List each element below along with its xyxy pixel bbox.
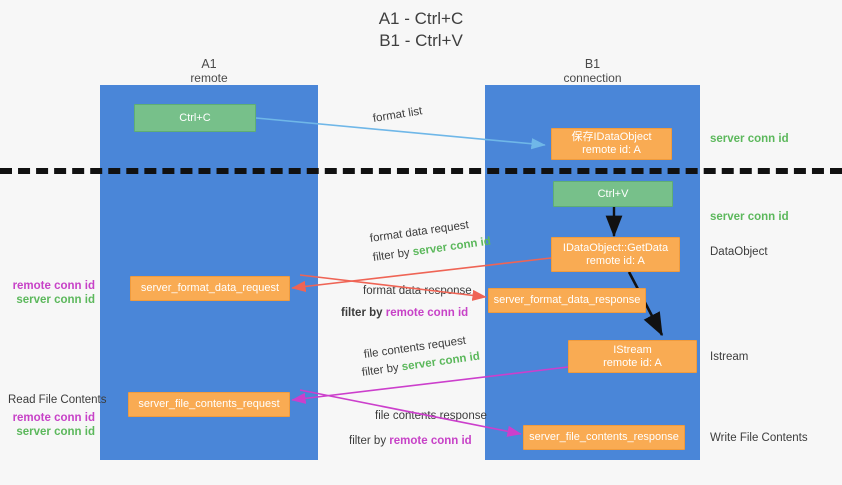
- box-server-file-contents-request[interactable]: server_file_contents_request: [128, 392, 290, 417]
- right-label-server-conn-id-2-text: server conn id: [710, 211, 789, 223]
- right-label-server-conn-id-2: server conn id: [710, 210, 789, 224]
- edge-label-file-contents-response: file contents response: [375, 409, 487, 423]
- title-line-2: B1 - Ctrl+V: [379, 31, 463, 50]
- left-label-server-conn-id-2: server conn id: [16, 426, 95, 438]
- edge-label-format-data-response: format data response: [363, 284, 472, 298]
- left-label-remote-conn-id-1: remote conn id: [12, 280, 95, 292]
- filter-by-label-1: filter by: [372, 246, 411, 264]
- title-line-1: A1 - Ctrl+C: [378, 9, 464, 28]
- left-label-remote-conn-id-2: remote conn id: [12, 412, 95, 424]
- right-label-write-file-contents: Write File Contents: [710, 431, 808, 445]
- column-b1-sub: connection: [563, 71, 622, 85]
- box-save-idataobject-line2: remote id: A: [582, 144, 641, 156]
- box-getdata-line1: IDataObject::GetData: [562, 241, 669, 254]
- column-header-b1: B1 connection: [485, 57, 700, 85]
- phase-separator: [0, 168, 842, 174]
- left-label-conn-ids-2: remote conn id server conn id: [10, 411, 95, 439]
- server-conn-id-token-1: server conn id: [412, 235, 492, 259]
- remote-conn-id-token-1: remote conn id: [385, 307, 469, 319]
- box-istream-line2: remote id: A: [603, 356, 662, 369]
- box-server-format-data-response[interactable]: server_format_data_response: [488, 288, 646, 313]
- right-label-istream-text: Istream: [710, 351, 749, 363]
- box-ctrl-c-line1: Ctrl+C: [179, 111, 211, 124]
- box-getdata[interactable]: IDataObject::GetData remote id: A: [551, 237, 680, 272]
- box-server-file-contents-response-line1: server_file_contents_response: [529, 431, 679, 443]
- right-label-write-file-contents-text: Write File Contents: [710, 432, 808, 444]
- edge-label-format-list: format list: [372, 104, 423, 126]
- box-istream-line1: IStream: [613, 343, 652, 356]
- right-label-server-conn-id-1: server conn id: [710, 132, 789, 146]
- box-save-idataobject[interactable]: 保存IDataObject remote id: A: [551, 128, 672, 160]
- page-title: A1 - Ctrl+C B1 - Ctrl+V: [0, 8, 842, 52]
- box-ctrl-c[interactable]: Ctrl+C: [134, 104, 256, 132]
- box-server-format-data-request-line1: server_format_data_request: [140, 282, 280, 294]
- column-a1-sub: remote: [190, 71, 228, 85]
- left-label-server-conn-id-1: server conn id: [16, 294, 95, 306]
- left-label-read-file-contents-text: Read File Contents: [8, 394, 107, 406]
- box-getdata-line2: remote id: A: [586, 254, 645, 267]
- column-b1-name: B1: [584, 57, 601, 71]
- box-server-format-data-request[interactable]: server_format_data_request: [130, 276, 290, 301]
- edge-label-format-list-text: format list: [372, 105, 424, 125]
- right-label-dataobject: DataObject: [710, 245, 768, 259]
- right-label-dataobject-text: DataObject: [710, 246, 768, 258]
- edge-filter-format-data-response: filter by remote conn id: [341, 306, 468, 320]
- left-label-read-file-contents: Read File Contents: [8, 393, 106, 407]
- column-header-a1: A1 remote: [100, 57, 318, 85]
- column-a1-name: A1: [201, 57, 217, 71]
- filter-by-label-3: filter by: [361, 361, 400, 379]
- box-save-idataobject-line1: 保存IDataObject: [571, 131, 652, 143]
- left-label-conn-ids-1: remote conn id server conn id: [10, 279, 95, 307]
- box-server-format-data-response-line1: server_format_data_response: [493, 294, 641, 306]
- edge-label-format-data-response-text: format data response: [363, 285, 472, 297]
- box-ctrl-v-line1: Ctrl+V: [597, 187, 629, 200]
- right-label-server-conn-id-1-text: server conn id: [710, 133, 789, 145]
- edge-label-file-contents-response-text: file contents response: [375, 410, 487, 422]
- box-server-file-contents-response[interactable]: server_file_contents_response: [523, 425, 685, 450]
- box-istream[interactable]: IStream remote id: A: [568, 340, 697, 373]
- filter-by-label-4: filter by: [349, 435, 387, 447]
- right-label-istream: Istream: [710, 350, 748, 364]
- box-server-file-contents-request-line1: server_file_contents_request: [138, 398, 280, 410]
- filter-by-label-2: filter by: [341, 307, 383, 319]
- remote-conn-id-token-2: remote conn id: [389, 435, 472, 447]
- box-ctrl-v[interactable]: Ctrl+V: [553, 181, 673, 207]
- edge-filter-file-contents-response: filter by remote conn id: [349, 434, 472, 448]
